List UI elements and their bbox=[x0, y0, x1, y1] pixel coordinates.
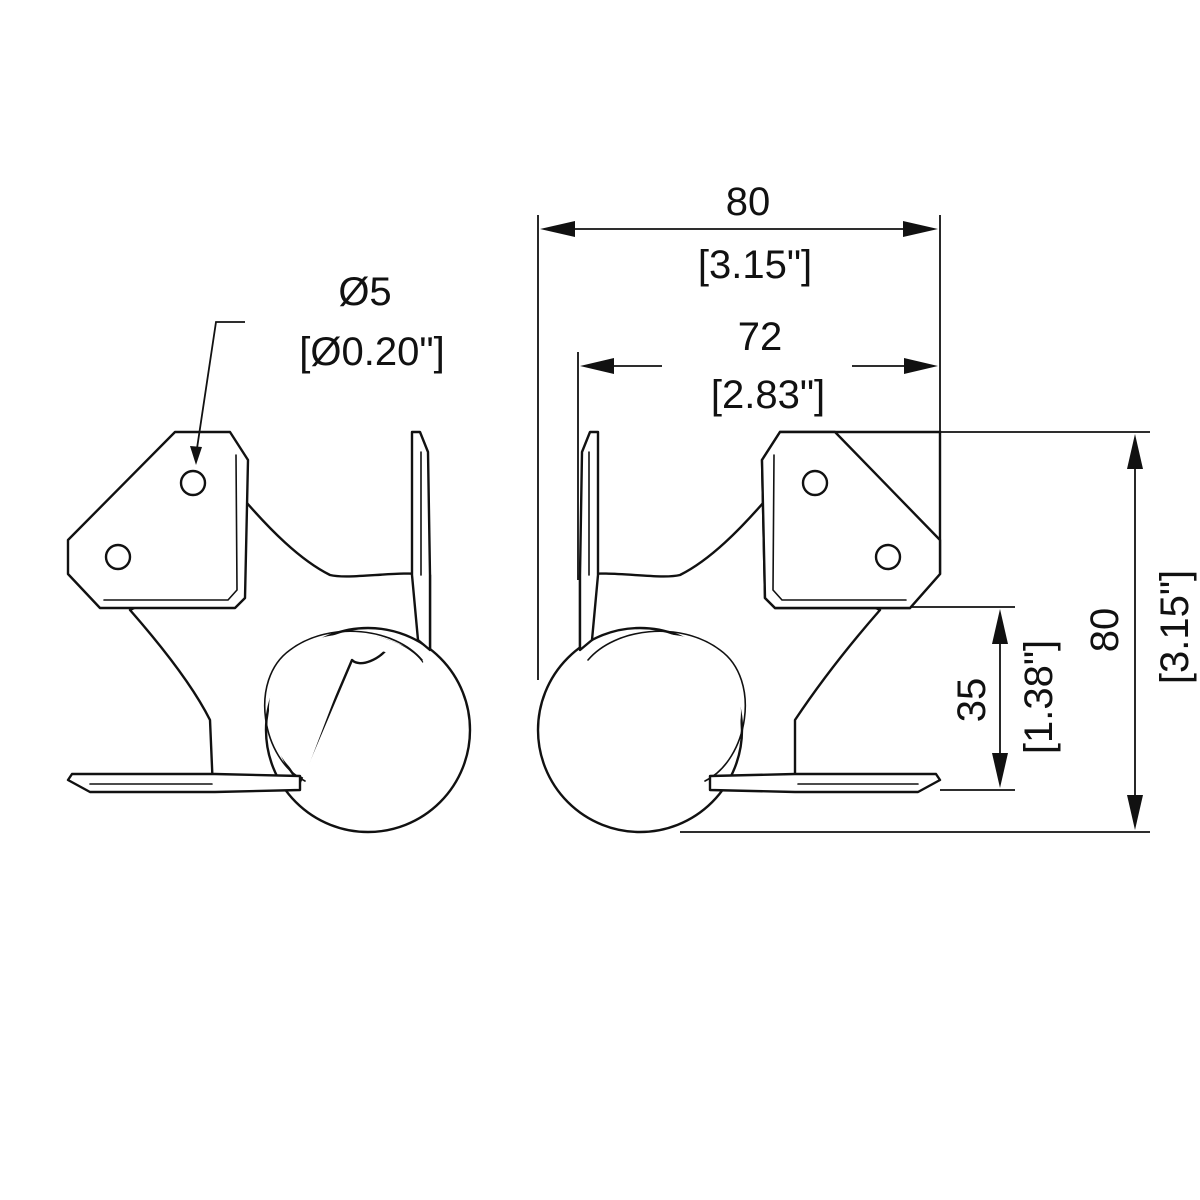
inner-arrow-left bbox=[580, 358, 614, 374]
hole-leader-line bbox=[195, 321, 245, 456]
overall-height-mm: 80 bbox=[1083, 608, 1127, 653]
overall-width-mm: 80 bbox=[726, 180, 771, 224]
height-arrow-bottom bbox=[1127, 795, 1143, 830]
right-hole-bottom bbox=[874, 543, 902, 571]
hole-diameter-in: [Ø0.20"] bbox=[299, 330, 444, 374]
left-hole-top bbox=[179, 469, 207, 497]
ball-height-in: [1.38"] bbox=[1017, 640, 1061, 754]
inner-arrow-right bbox=[904, 358, 938, 374]
width-arrow-left bbox=[540, 221, 575, 237]
left-corner-plate bbox=[66, 430, 250, 610]
left-ball-inner bbox=[269, 633, 425, 778]
right-ball-inner-edge bbox=[587, 630, 747, 782]
ball-arrow-bottom bbox=[992, 753, 1008, 788]
hole-leader-arrow bbox=[190, 446, 202, 465]
inner-width-mm: 72 bbox=[738, 315, 783, 359]
right-ball-inner bbox=[585, 633, 741, 778]
ball-arrow-top bbox=[992, 609, 1008, 644]
left-plate-fold bbox=[103, 454, 238, 601]
right-plate-fold bbox=[772, 454, 907, 601]
hole-diameter-mm: Ø5 bbox=[338, 270, 391, 314]
right-hole-top bbox=[801, 469, 829, 497]
left-ball-inner-edge bbox=[263, 630, 423, 782]
left-hole-bottom bbox=[104, 543, 132, 571]
overall-height-in: [3.15"] bbox=[1153, 570, 1197, 684]
left-base-flange bbox=[66, 772, 302, 794]
overall-width-in: [3.15"] bbox=[698, 243, 812, 287]
left-view: Ø5 [Ø0.20"] bbox=[66, 270, 472, 834]
inner-width-in: [2.83"] bbox=[711, 373, 825, 417]
right-view: 80 [3.15"] 72 [2.83"] 80 [3.15"] 35 [1.3… bbox=[536, 180, 1197, 834]
ball-height-mm: 35 bbox=[950, 678, 994, 723]
height-arrow-top bbox=[1127, 434, 1143, 469]
right-base-flange bbox=[708, 772, 942, 794]
width-arrow-right bbox=[903, 221, 938, 237]
